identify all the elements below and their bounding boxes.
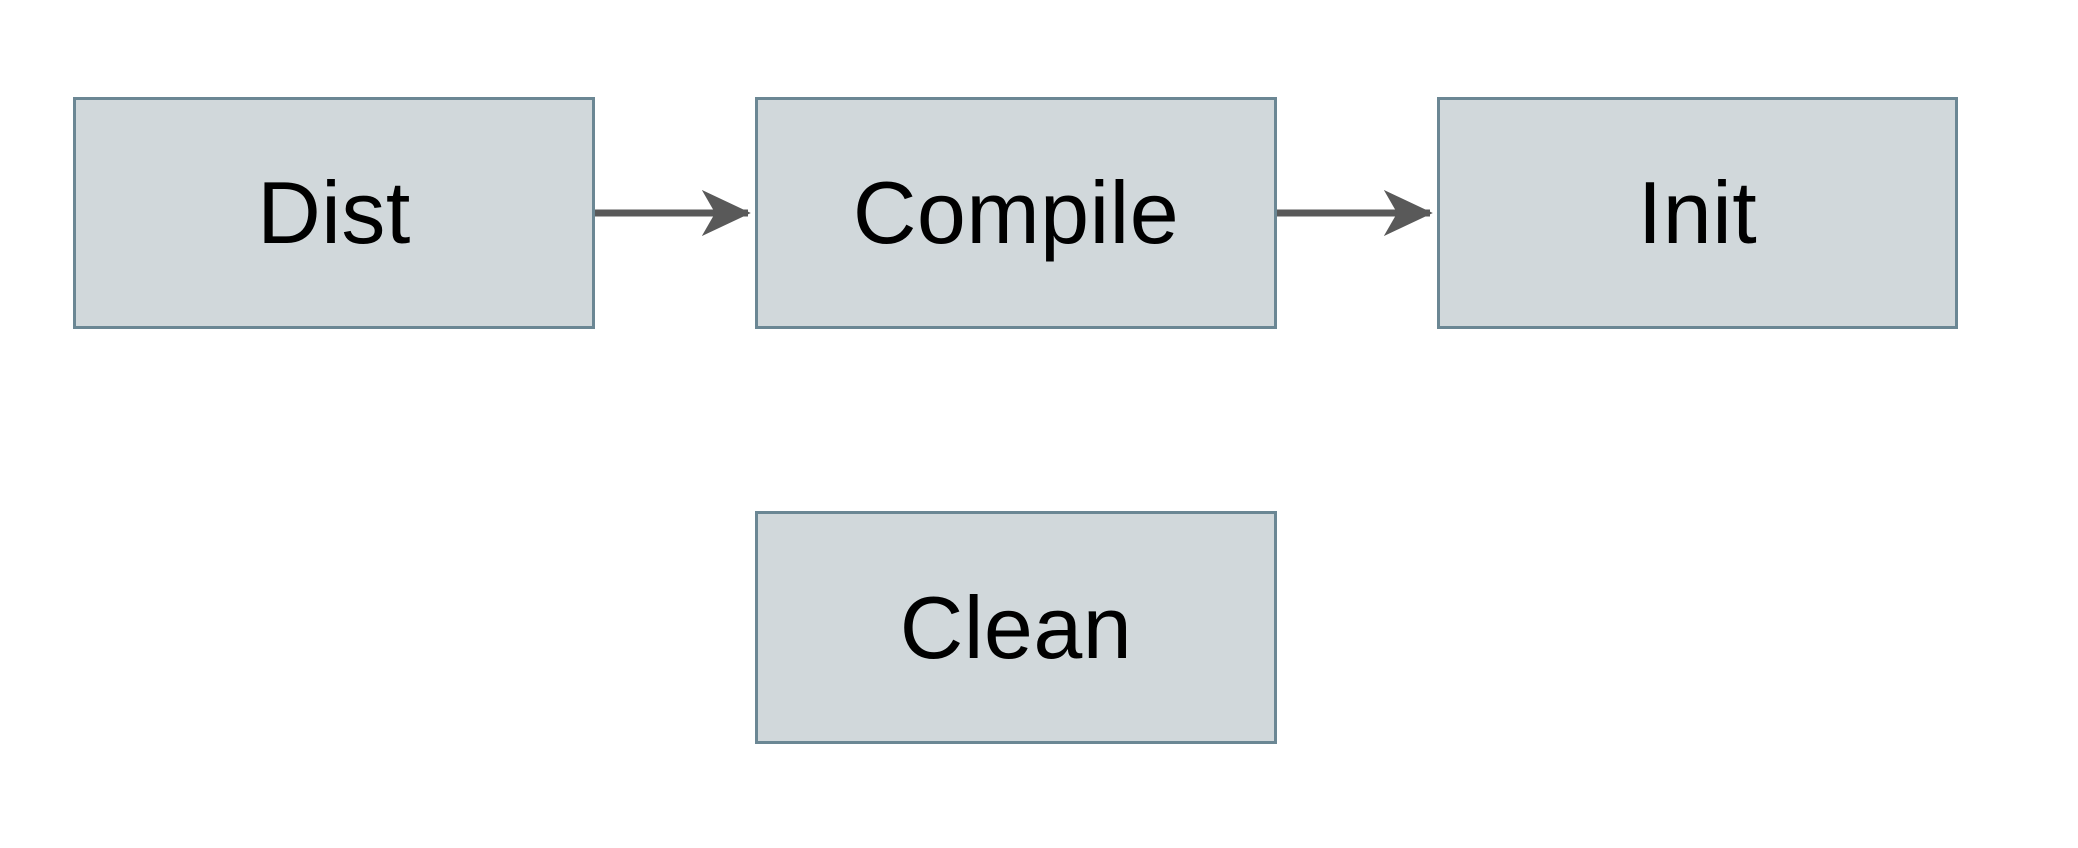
node-label: Init [1637, 163, 1758, 262]
node-clean[interactable]: Clean [755, 511, 1277, 744]
node-label: Dist [257, 163, 411, 262]
node-dist[interactable]: Dist [73, 97, 595, 329]
node-init[interactable]: Init [1437, 97, 1958, 329]
node-label: Clean [899, 577, 1133, 677]
node-compile[interactable]: Compile [755, 97, 1277, 329]
node-label: Compile [852, 163, 1180, 262]
